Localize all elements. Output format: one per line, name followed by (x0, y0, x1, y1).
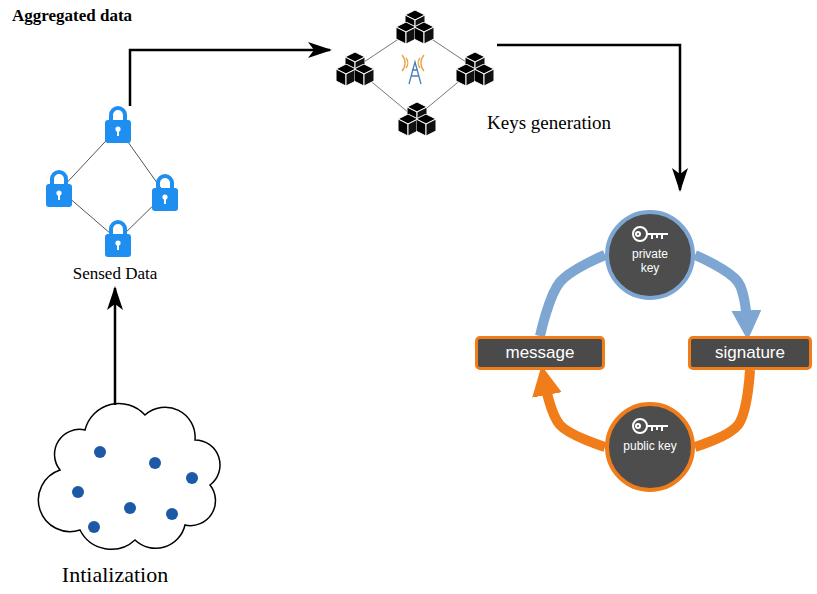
flow-arrow (130, 50, 330, 106)
box-label: message (506, 343, 575, 363)
connector-arrow (114, 288, 117, 405)
connector-arrow (540, 255, 605, 336)
connector-arrow (545, 383, 605, 447)
key-label: private key (622, 247, 678, 276)
process-box: signature (688, 336, 812, 370)
encrypted-data-locks (46, 108, 178, 257)
antenna-icon (402, 55, 424, 84)
key-circle: private key (604, 209, 696, 301)
box-label: signature (715, 343, 785, 363)
cloud-group: Intialization (28, 405, 202, 591)
blockchain-network (336, 10, 494, 136)
process-box: message (475, 336, 605, 370)
data-group: Sensed Data (38, 100, 192, 288)
key-circle: public key (604, 401, 696, 493)
node-label: Sensed Data (73, 264, 158, 284)
node-label: Intialization (62, 562, 168, 587)
connector-arrow (695, 255, 747, 322)
key-label: public key (622, 439, 678, 453)
flow-label: Keys generation (485, 112, 613, 134)
sensor-cloud (38, 403, 220, 549)
connector-arrow (695, 370, 750, 447)
key-icon (633, 227, 668, 241)
flow-label: Aggregated data (10, 6, 134, 26)
key-icon (633, 419, 668, 433)
